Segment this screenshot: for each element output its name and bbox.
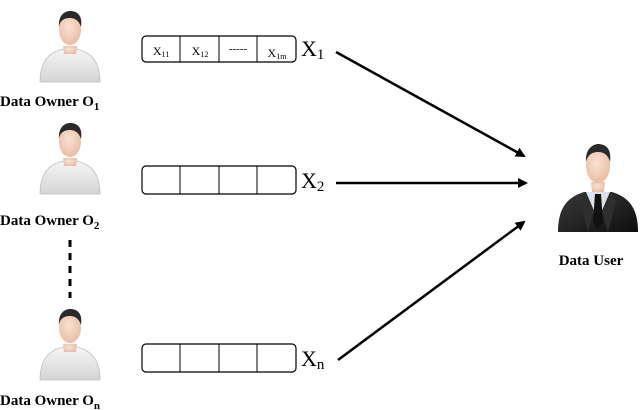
- arrow-owner-n-to-user: [337, 220, 526, 362]
- owner-2-vector-name: X2: [301, 168, 324, 195]
- owner-2-label: Data Owner O2: [0, 213, 100, 232]
- owner-n-person-icon: [39, 309, 101, 381]
- owner-1-label: Data Owner O1: [0, 94, 99, 113]
- businessman-icon: [558, 144, 638, 232]
- owner-n-vector: [141, 343, 297, 373]
- owner-1-cell-4: X1m: [268, 46, 288, 61]
- owner-1-cell-2: X12: [192, 44, 209, 59]
- owner-n: Data Owner On Xn: [0, 309, 325, 410]
- arrow-owner-1-to-user: [335, 50, 526, 158]
- owner-1-cell-3: -----: [229, 43, 248, 55]
- owner-1-cell-1: X11: [153, 44, 169, 59]
- owner-1-person-icon: [39, 11, 101, 83]
- data-user: Data User: [558, 144, 638, 269]
- owner-1: Data Owner O1 X11 X12 ----- X1m X1: [0, 11, 324, 113]
- owner-n-vector-name: Xn: [301, 346, 325, 373]
- owner-1-vector-name: X1: [301, 36, 324, 63]
- owner-2-vector: [141, 165, 297, 195]
- owner-n-label: Data Owner On: [0, 393, 100, 410]
- owner-1-vector: X11 X12 ----- X1m: [141, 35, 297, 63]
- data-user-label: Data User: [559, 253, 624, 269]
- owner-2-person-icon: [39, 123, 101, 195]
- owner-2: Data Owner O2 X2: [0, 123, 324, 232]
